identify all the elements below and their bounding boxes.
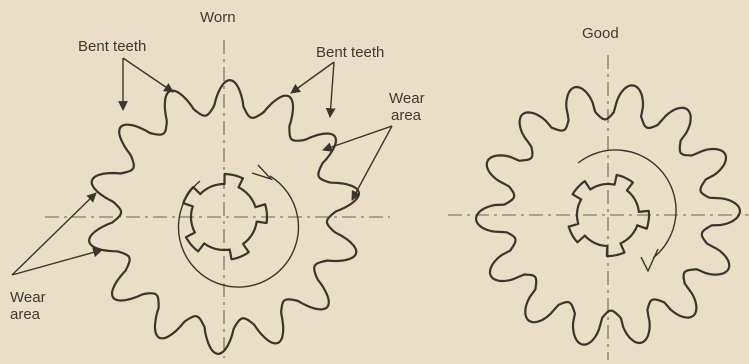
worn-title: Worn [200, 9, 236, 26]
wear-area-left-label: Wear area [10, 289, 46, 323]
worn-rotation-arrowhead [252, 165, 271, 179]
wear-area-right-line-2: area [389, 107, 425, 124]
good-splined-hub [569, 175, 649, 256]
bent-teeth-right-leader-1 [291, 62, 334, 93]
good-rotation-arrowhead [641, 249, 658, 271]
worn-rotation-arc [178, 176, 298, 287]
good-title: Good [582, 25, 619, 42]
worn-sprocket [45, 40, 390, 358]
bent-teeth-left-leader-2 [123, 58, 173, 92]
bent-teeth-right-leader-2 [330, 62, 334, 117]
worn-leader-lines [12, 58, 392, 275]
wear-area-right-label: Wear area [389, 90, 425, 124]
wear-area-left-line-2: area [10, 306, 46, 323]
bent-teeth-right-label: Bent teeth [316, 44, 384, 61]
bent-teeth-left-label: Bent teeth [78, 38, 146, 55]
good-sprocket [448, 55, 749, 360]
wear-area-right-line-1: Wear [389, 90, 425, 107]
wear-area-left-line-1: Wear [10, 289, 46, 306]
